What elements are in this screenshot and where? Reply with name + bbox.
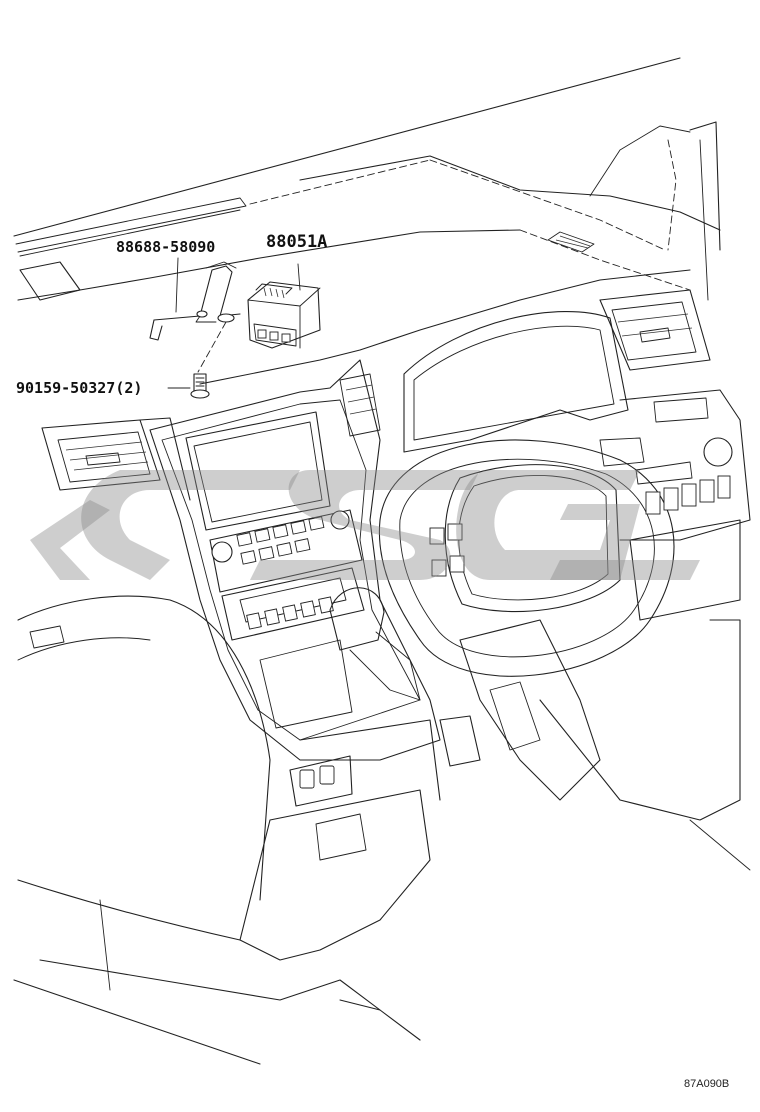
seat-outline (13, 595, 421, 1065)
gear-shifter (259, 587, 421, 729)
steering-wheel (378, 437, 675, 677)
diagram-reference-code: 87A090B (684, 1078, 730, 1090)
bolt-part (167, 321, 227, 399)
right-switch-panel (619, 389, 751, 621)
bracket-part-number: 88688-58090 (116, 238, 216, 256)
left-air-vent (41, 417, 191, 501)
bolt-part-number: 90159-50327(2) (16, 379, 143, 397)
module-part (247, 263, 321, 349)
right-lower-panel (439, 619, 751, 871)
lower-console (239, 719, 441, 961)
instrument-cluster (403, 289, 711, 453)
center-console (149, 359, 441, 761)
windshield-frame (13, 57, 721, 301)
bracket-part (149, 257, 241, 341)
dashboard-top (17, 229, 691, 385)
watermark-logo (30, 470, 700, 580)
control-panel (209, 509, 365, 641)
module-part-number: 88051A (266, 232, 328, 252)
